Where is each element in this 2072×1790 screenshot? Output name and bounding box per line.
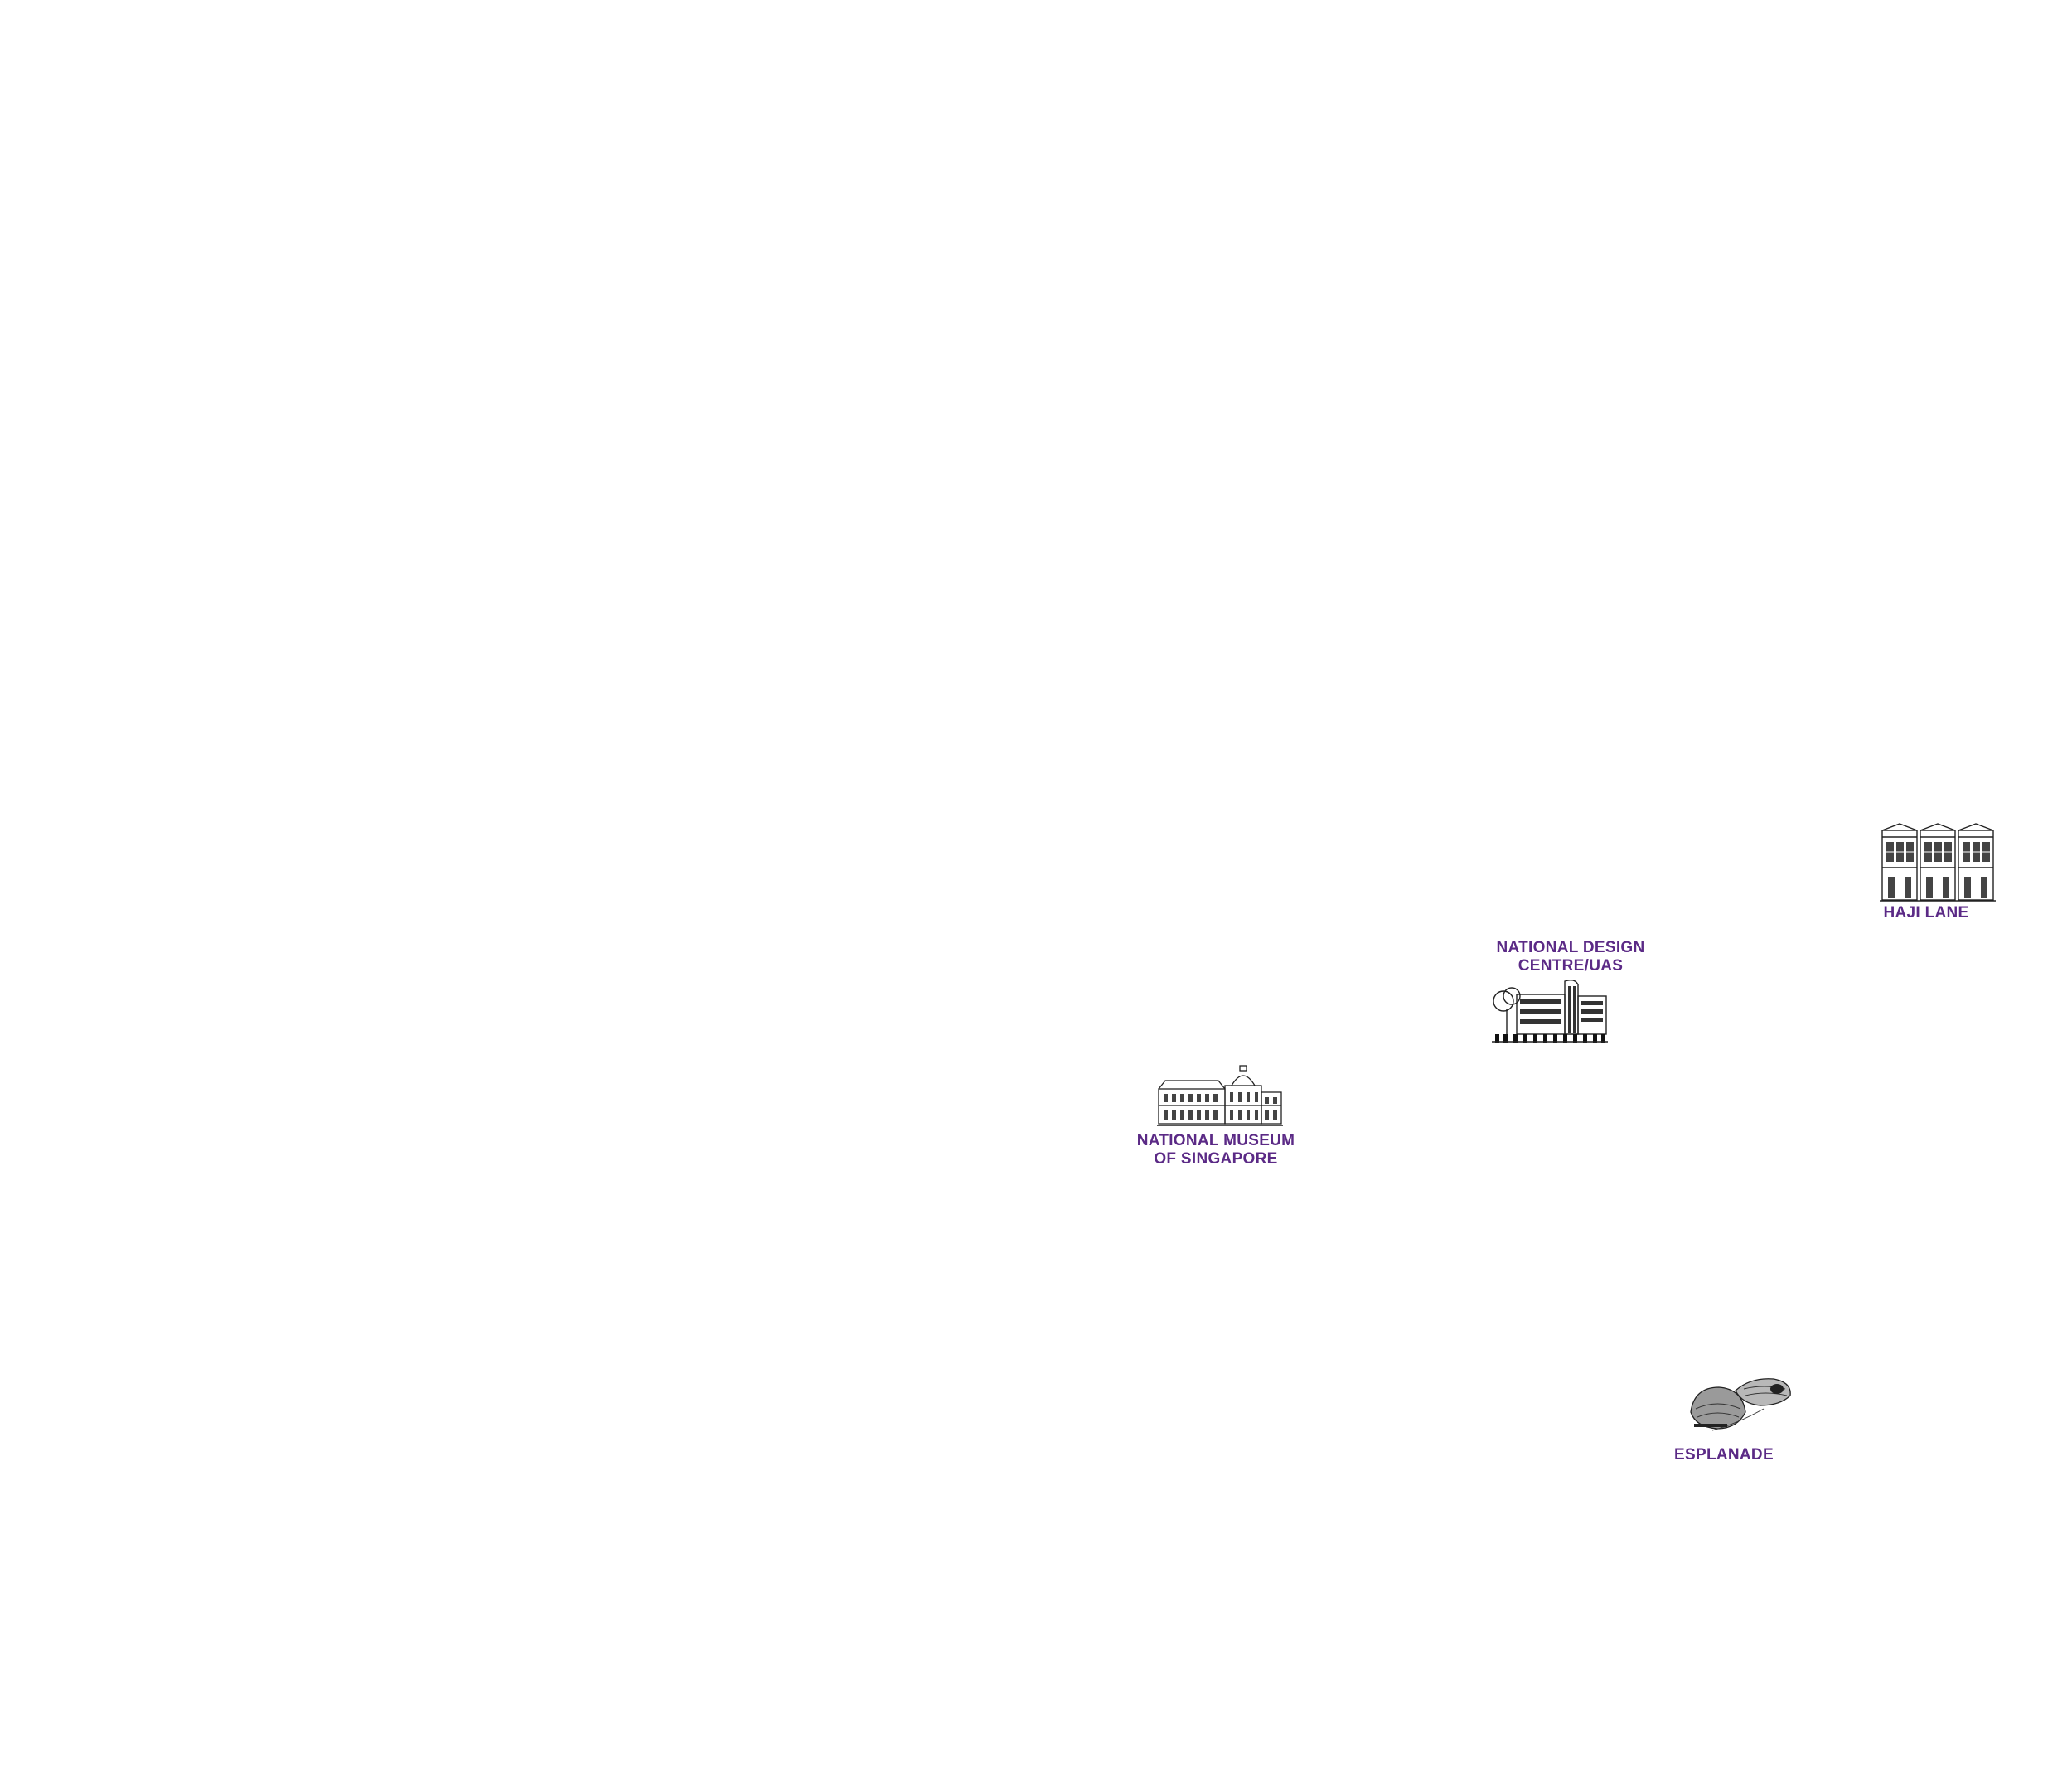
label-line: CENTRE/UAS — [1518, 957, 1624, 975]
label-line: NATIONAL DESIGN — [1496, 939, 1645, 956]
landmark-national-design-centre[interactable] — [1492, 978, 1608, 1043]
label-line: NATIONAL MUSEUM — [1136, 1132, 1295, 1149]
modern-building-icon — [1492, 979, 1608, 1043]
landmark-national-museum[interactable] — [1157, 1064, 1283, 1127]
label-esplanade[interactable]: ESPLANADE — [1641, 1446, 1807, 1464]
esplanade-domes-icon — [1690, 1378, 1791, 1431]
label-national-museum[interactable]: NATIONAL MUSEUM OF SINGAPORE — [1121, 1132, 1311, 1168]
label-line: HAJI LANE — [1883, 904, 1969, 922]
shophouses-icon — [1880, 823, 1996, 902]
label-line: OF SINGAPORE — [1154, 1150, 1278, 1168]
label-line: ESPLANADE — [1674, 1446, 1774, 1463]
landmark-esplanade[interactable] — [1687, 1376, 1795, 1434]
landmark-haji-lane[interactable] — [1880, 822, 1996, 902]
museum-building-icon — [1157, 1065, 1283, 1126]
label-national-design-centre[interactable]: NATIONAL DESIGN CENTRE/UAS — [1475, 939, 1666, 975]
label-haji-lane[interactable]: HAJI LANE — [1857, 904, 1996, 922]
